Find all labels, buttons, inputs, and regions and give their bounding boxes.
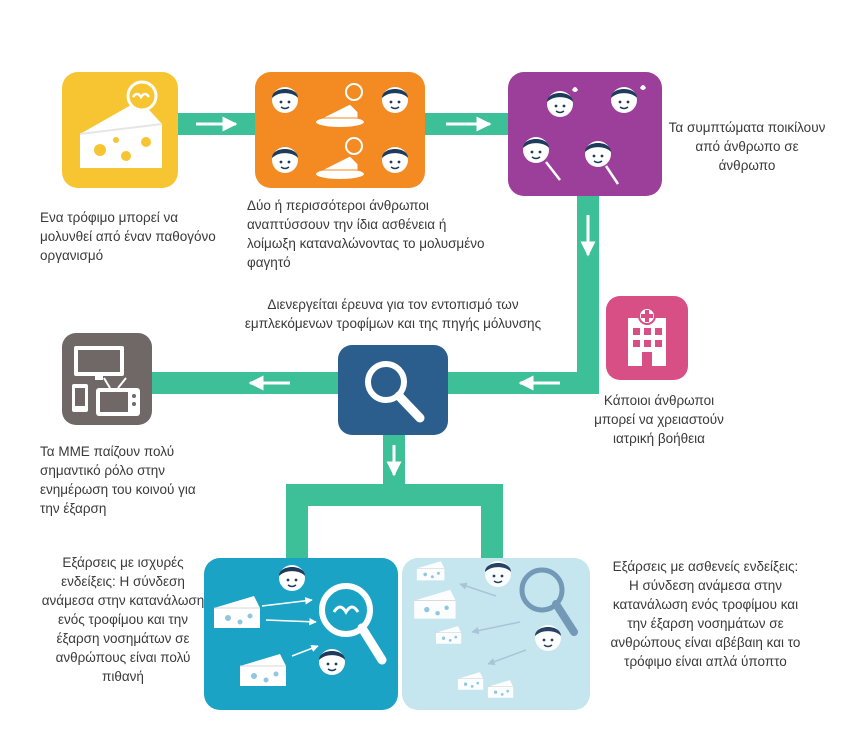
- hospital-icon: [628, 307, 666, 366]
- label-medical-help: Κάποιοι άνθρωποι μπορεί να χρειαστούν ια…: [594, 393, 724, 446]
- strong-evidence-icon: [213, 564, 387, 687]
- label-weak-evidence: Εξάρσεις με ασθενείς ενδείξεις: Η σύνδεσ…: [610, 559, 801, 669]
- label-contaminated-food: Ενα τρόφιμο μπορεί να μολυνθεί από έναν …: [40, 210, 216, 263]
- label-symptoms-vary: Τα συμπτώματα ποικίλουν από άνθρωπο σε ά…: [668, 120, 826, 173]
- box-weak-evidence: [402, 558, 590, 710]
- box-medical-help: [606, 296, 688, 380]
- weak-evidence-icon: [413, 560, 578, 698]
- people-eating-icon: [271, 83, 409, 179]
- magnifier-icon: [365, 361, 425, 423]
- label-investigation: Διενεργείται έρευνα για τον εντοπισμό τω…: [244, 297, 542, 331]
- box-symptoms-vary: [508, 72, 662, 196]
- media-devices-icon: [72, 346, 140, 416]
- connector-arrows: [196, 116, 596, 477]
- box-contaminated-food: [62, 72, 178, 188]
- label-strong-evidence: Εξάρσεις με ισχυρές ενδείξεις: Η σύνδεση…: [41, 555, 205, 684]
- label-same-illness: Δύο ή περισσότεροι άνθρωποι αναπτύσσουν …: [247, 198, 485, 270]
- sick-people-icon: [522, 85, 646, 185]
- label-media-role: Τα ΜΜΕ παίζουν πολύ σημαντικό ρόλο στην …: [40, 444, 196, 516]
- box-media-role: [62, 333, 152, 425]
- cheese-icon: [79, 80, 163, 168]
- box-strong-evidence: [204, 558, 398, 710]
- box-same-illness: [255, 72, 425, 188]
- box-investigation: [338, 345, 448, 435]
